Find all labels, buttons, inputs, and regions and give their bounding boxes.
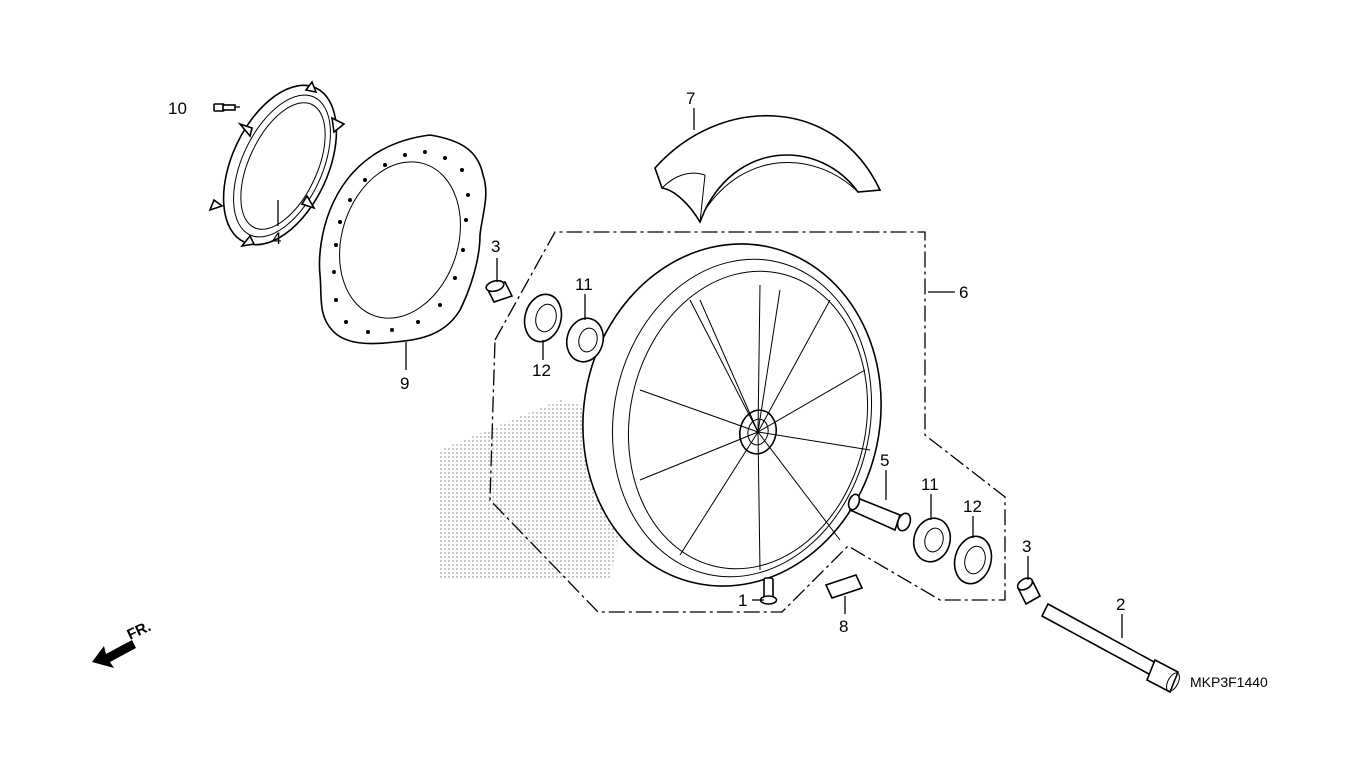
bearing-right-11 xyxy=(912,517,952,563)
callout-6: 6 xyxy=(959,283,968,302)
callout-12-left: 12 xyxy=(532,361,551,380)
wheel-assembly-boundary xyxy=(489,231,1006,613)
bearing-left-12 xyxy=(523,293,563,343)
callout-2: 2 xyxy=(1116,595,1125,614)
callout-8: 8 xyxy=(839,617,848,636)
bearing-left-11 xyxy=(565,317,605,363)
collar-left xyxy=(485,279,514,303)
diagram-code: MKP3F1440 xyxy=(1190,674,1268,690)
wheel-rim xyxy=(582,243,882,587)
brake-disc-part xyxy=(318,134,487,345)
axle-part xyxy=(1040,602,1180,694)
front-direction-arrow-icon xyxy=(92,640,136,668)
leader-lines xyxy=(235,106,1123,638)
callout-3-left: 3 xyxy=(491,237,500,256)
callout-10: 10 xyxy=(168,99,187,118)
collar-right xyxy=(1016,577,1042,606)
callout-3-right: 3 xyxy=(1022,537,1031,556)
pulser-ring-part xyxy=(208,80,346,248)
bolt-part xyxy=(213,103,236,112)
callout-9: 9 xyxy=(400,374,409,393)
callout-1: 1 xyxy=(738,591,747,610)
distance-collar-part xyxy=(847,493,912,532)
callout-7: 7 xyxy=(686,89,695,108)
callout-5: 5 xyxy=(880,451,889,470)
tire-part xyxy=(654,115,882,224)
callout-11-left: 11 xyxy=(575,275,593,294)
callout-4: 4 xyxy=(272,229,281,248)
callout-11-right: 11 xyxy=(921,475,939,494)
bearing-right-12 xyxy=(953,535,993,585)
callout-12-right: 12 xyxy=(963,497,982,516)
direction-label: FR. xyxy=(125,618,154,644)
wheel-spokes xyxy=(639,284,871,571)
balance-weight-part xyxy=(824,574,864,599)
